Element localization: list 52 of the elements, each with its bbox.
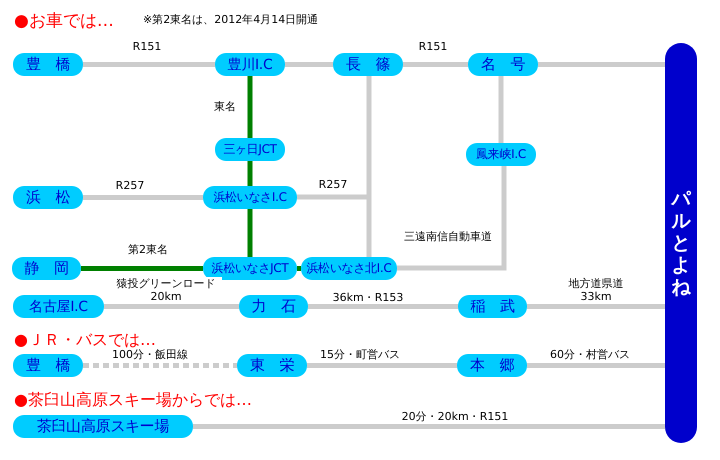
edge-label: R257 <box>114 179 146 192</box>
route-line <box>248 161 252 186</box>
route-line <box>285 62 333 67</box>
route-line <box>193 424 665 429</box>
route-line <box>307 363 457 368</box>
route-line <box>538 62 665 67</box>
edge-label: R151 <box>416 40 450 53</box>
stop-node: 浜松いなさI.C <box>203 186 297 209</box>
stop-node: 浜 松 <box>13 186 83 209</box>
route-line <box>397 166 506 270</box>
edge-label: R151 <box>130 40 164 53</box>
edge-label: R257 <box>316 178 350 191</box>
section-heading: ●お車では… <box>14 10 114 32</box>
edge-label: 100分・飯田線 <box>110 348 190 361</box>
route-line <box>498 76 504 143</box>
route-line <box>83 195 203 200</box>
edge-label: 15分・町営バス <box>318 348 402 361</box>
route-line <box>403 62 468 67</box>
edge-label: 36km・R153 <box>330 291 406 304</box>
destination-bar: パルとよね <box>665 43 697 443</box>
stop-node: 浜松いなさ北I.C <box>301 257 397 280</box>
stop-node: 茶臼山高原スキー場 <box>13 415 193 438</box>
stop-node: 名古屋I.C <box>13 295 104 318</box>
route-line <box>83 363 237 368</box>
edge-label: 20分・20km・R151 <box>400 410 510 423</box>
edge-label: 三遠南信自動車道 <box>402 230 494 243</box>
stop-node: 豊川I.C <box>215 53 285 76</box>
route-line <box>297 266 301 271</box>
stop-node: 力 石 <box>239 295 308 318</box>
section-heading: ●茶臼山高原スキー場からでは… <box>14 390 252 411</box>
stop-node: 東 栄 <box>237 354 307 377</box>
stop-node: 本 郷 <box>457 354 527 377</box>
stop-node: 長 篠 <box>333 53 403 76</box>
stop-node: 名 号 <box>468 53 538 76</box>
stop-node: 三ヶ日JCT <box>215 138 285 161</box>
route-line <box>527 363 665 368</box>
route-line <box>81 266 203 271</box>
stop-node: 豊 橋 <box>13 53 83 76</box>
edge-label: 60分・村営バス <box>548 348 632 361</box>
route-line <box>104 304 239 309</box>
route-line <box>527 304 665 309</box>
stop-node: 稲 武 <box>458 295 527 318</box>
route-line <box>83 62 215 67</box>
route-line <box>308 304 458 309</box>
route-line <box>248 76 252 138</box>
note-text: ※第2東名は、2012年4月14日開通 <box>143 12 318 27</box>
section-heading: ●ＪＲ・バスでは… <box>14 330 156 349</box>
stop-node: 浜松いなさJCT <box>203 257 297 280</box>
stop-node: 鳳来峡I.C <box>466 143 536 166</box>
stop-node: 静 岡 <box>12 257 81 280</box>
route-line <box>248 209 252 257</box>
stop-node: 豊 橋 <box>13 354 83 377</box>
